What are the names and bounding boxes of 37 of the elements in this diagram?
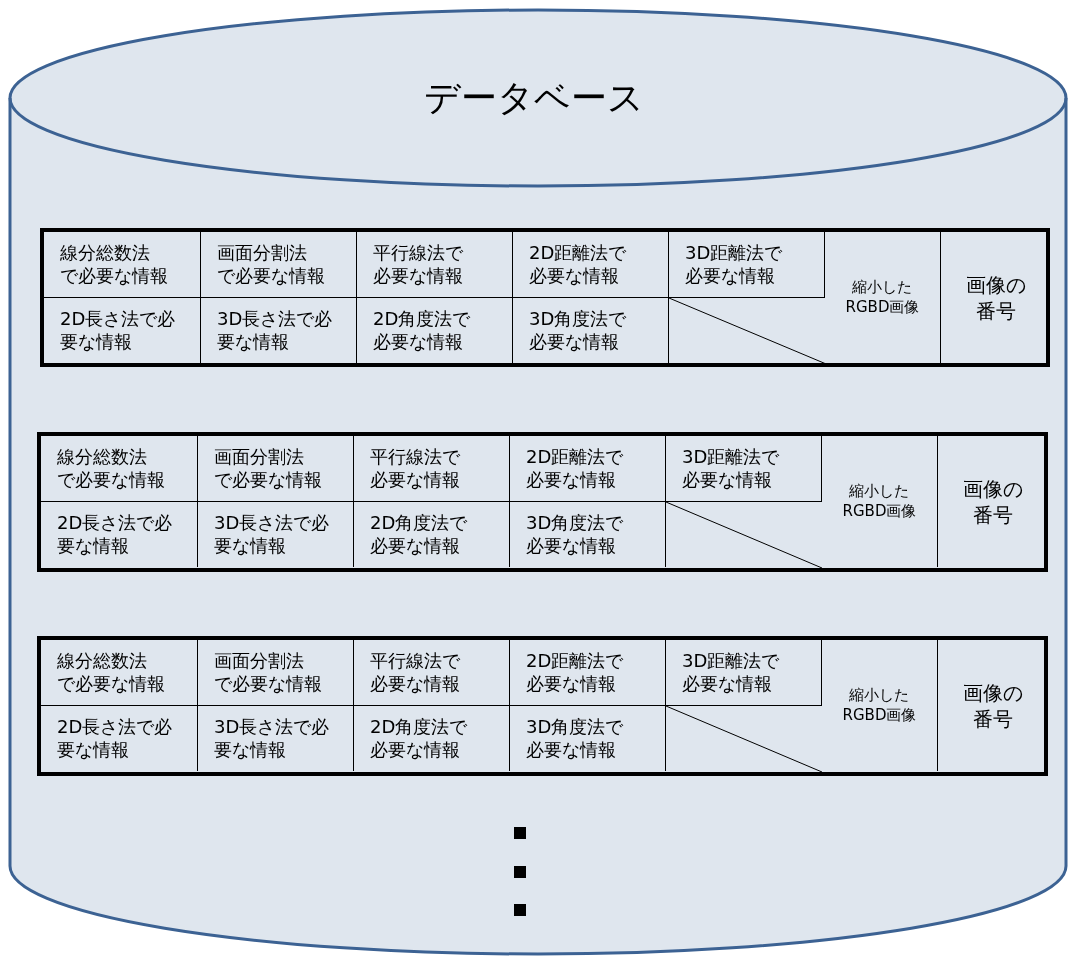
- table-cell: 縮小したRGBD画像: [822, 436, 938, 567]
- table-cell: 平行線法で必要な情報: [354, 436, 510, 502]
- table-cell: 画像の番号: [938, 640, 1047, 771]
- table-cell: 3D角度法で必要な情報: [513, 297, 669, 363]
- table-cell: 線分総数法で必要な情報: [41, 436, 198, 502]
- table-cell: 画面分割法で必要な情報: [198, 436, 354, 502]
- table-cell: 3D長さ法で必要な情報: [201, 297, 357, 363]
- table-cell: 2D長さ法で必要な情報: [44, 297, 201, 363]
- table-cell: 2D距離法で必要な情報: [510, 436, 666, 502]
- table-cell: 画像の番号: [938, 436, 1047, 567]
- table-cell: 2D距離法で必要な情報: [510, 640, 666, 706]
- table-cell: 線分総数法で必要な情報: [41, 640, 198, 706]
- table-cell: 2D長さ法で必要な情報: [41, 705, 198, 771]
- table-cell: 画面分割法で必要な情報: [201, 232, 357, 298]
- table-cell: 3D距離法で必要な情報: [666, 436, 822, 502]
- table-cell: 画面分割法で必要な情報: [198, 640, 354, 706]
- record-table: [40, 228, 1050, 367]
- table-cell: 2D距離法で必要な情報: [513, 232, 669, 298]
- table-cell: 線分総数法で必要な情報: [44, 232, 201, 298]
- table-cell: 平行線法で必要な情報: [354, 640, 510, 706]
- table-cell: 画像の番号: [941, 232, 1050, 363]
- heading: データベース: [423, 76, 645, 120]
- table-cell: 縮小したRGBD画像: [822, 640, 938, 771]
- table-cell: 2D角度法で必要な情報: [354, 501, 510, 567]
- table-cell: 3D長さ法で必要な情報: [198, 501, 354, 567]
- table-cell: 3D長さ法で必要な情報: [198, 705, 354, 771]
- table-cell: 3D距離法で必要な情報: [666, 640, 822, 706]
- table-cell: 3D距離法で必要な情報: [669, 232, 825, 298]
- table-cell: 2D角度法で必要な情報: [357, 297, 513, 363]
- table-cell: 3D角度法で必要な情報: [510, 501, 666, 567]
- table-cell: 縮小したRGBD画像: [825, 232, 941, 363]
- record-table: [37, 636, 1048, 776]
- table-cell: 2D角度法で必要な情報: [354, 705, 510, 771]
- table-cell: 2D長さ法で必要な情報: [41, 501, 198, 567]
- table-cell: 平行線法で必要な情報: [357, 232, 513, 298]
- record-table: [37, 432, 1048, 572]
- table-cell: 3D角度法で必要な情報: [510, 705, 666, 771]
